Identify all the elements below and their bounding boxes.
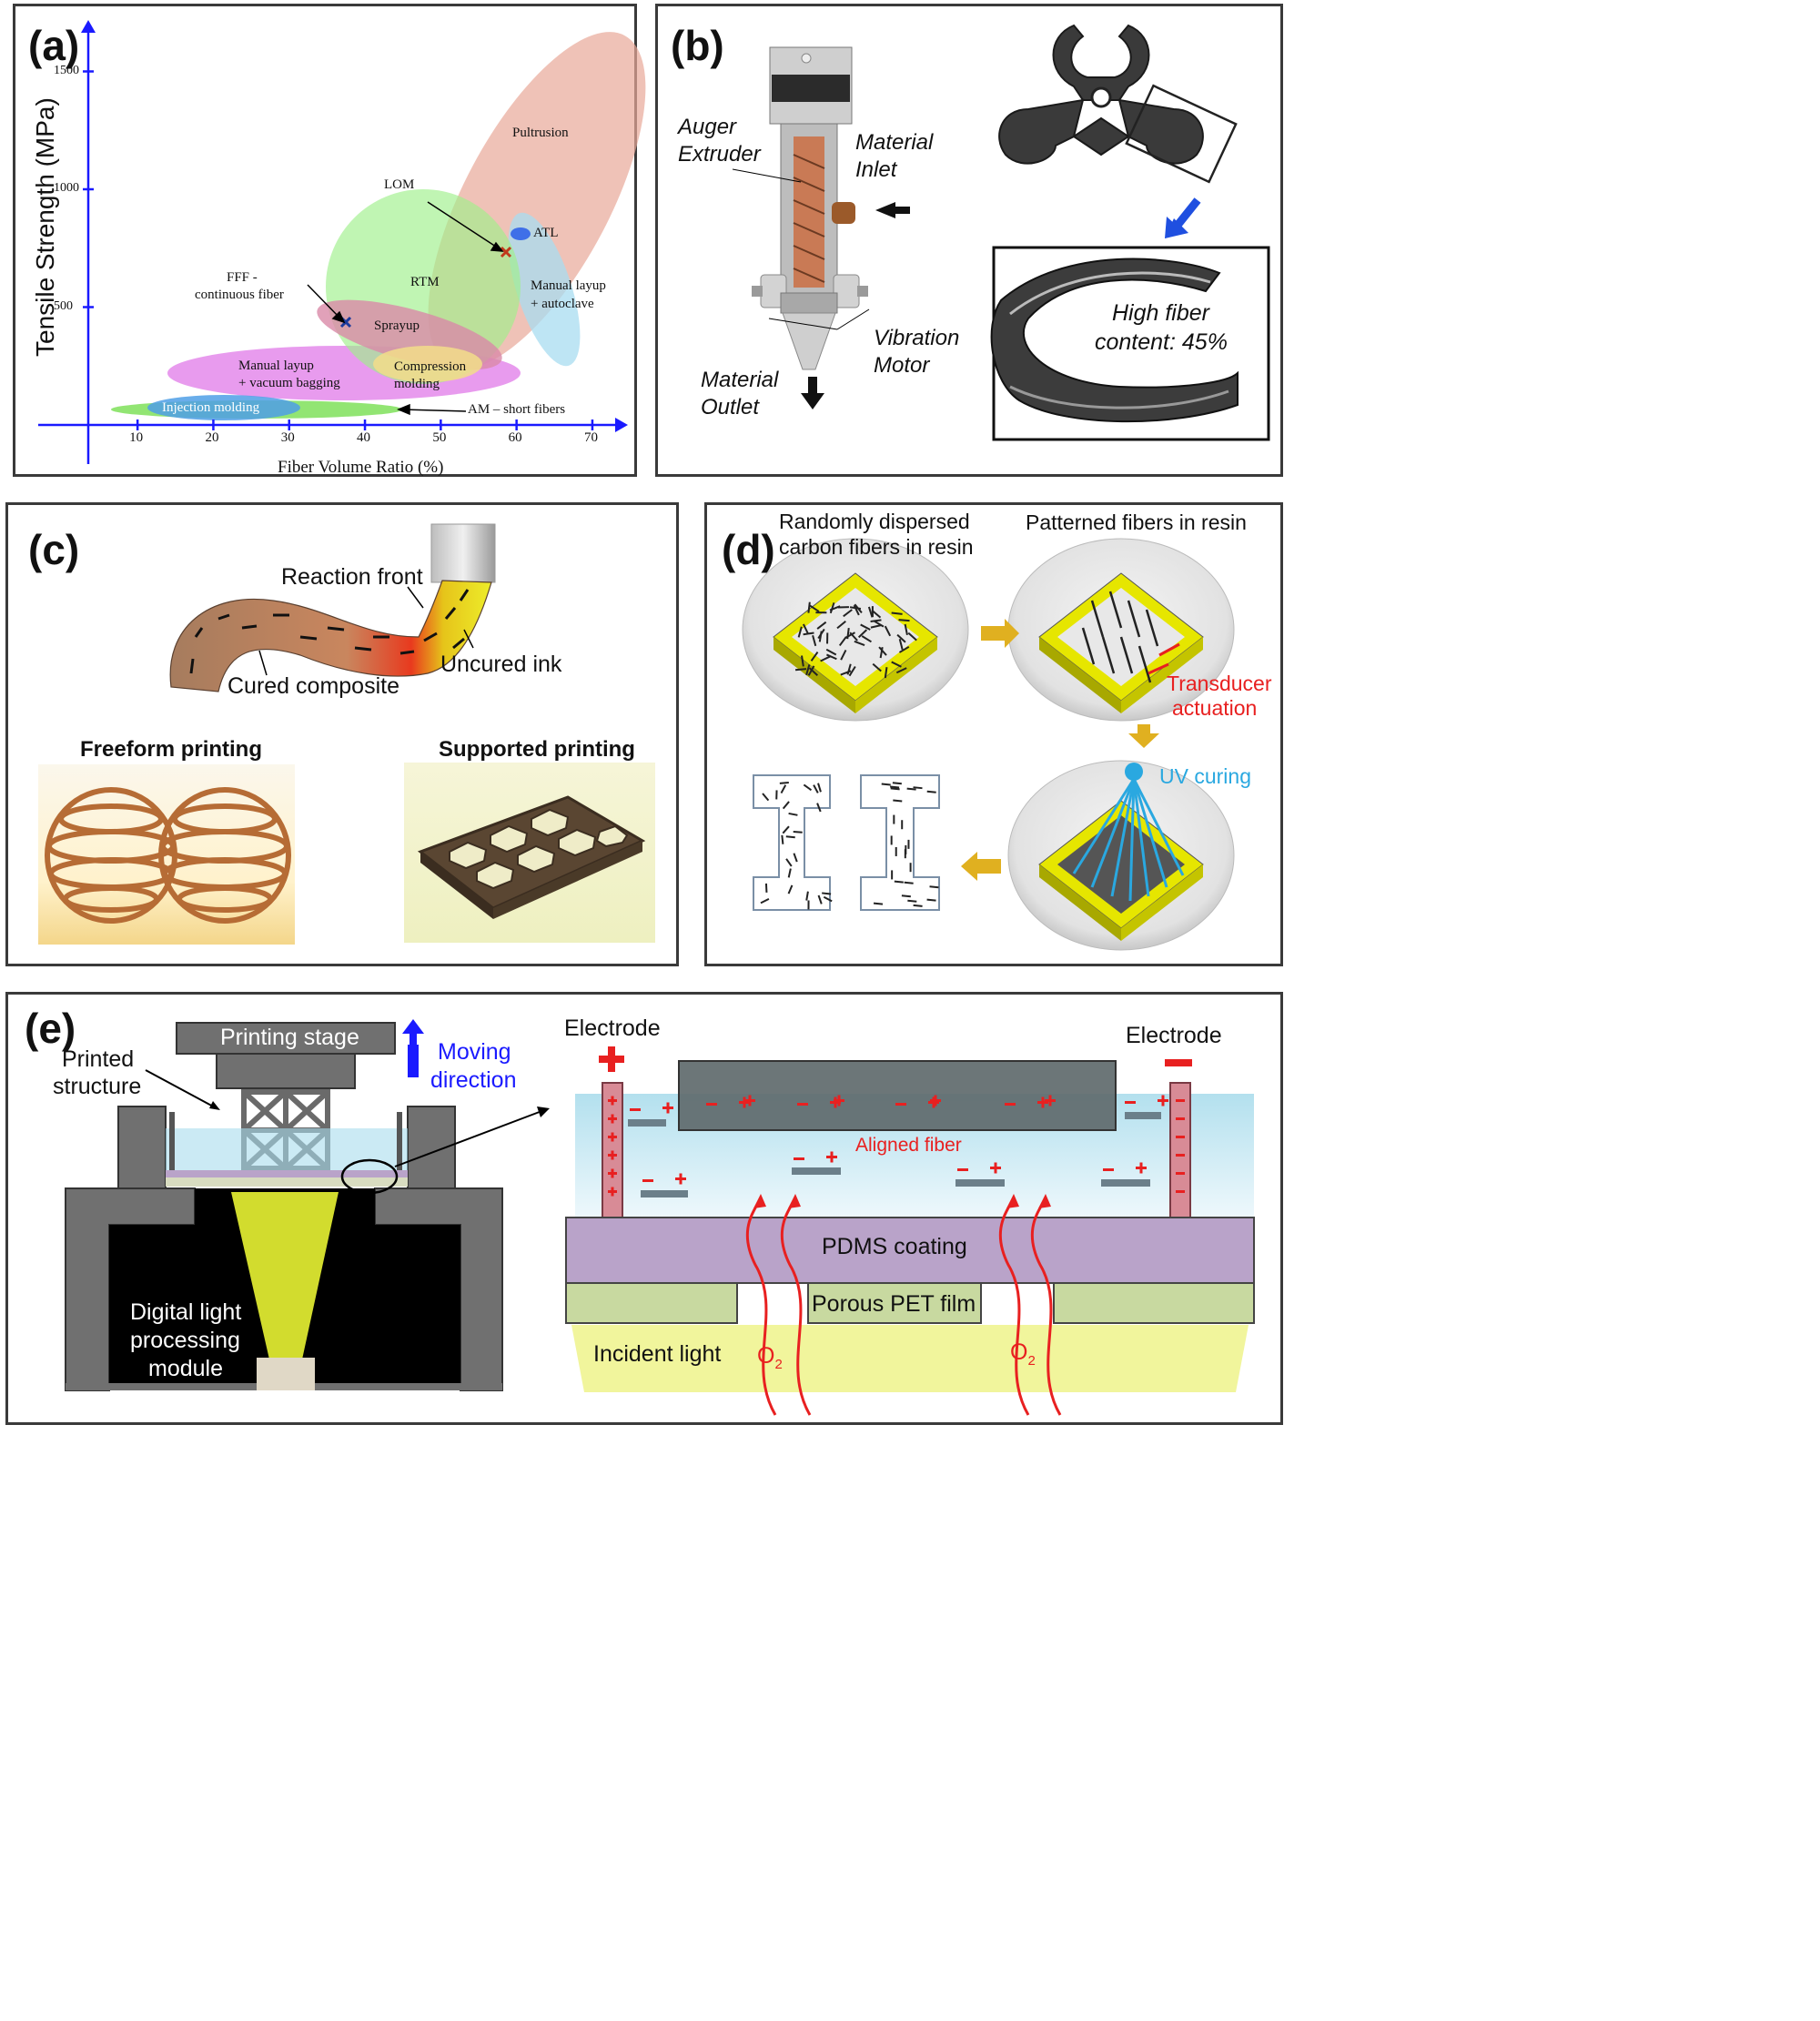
label-electrode-right: Electrode — [1126, 1023, 1222, 1048]
printing-stage-label: Printing stage — [220, 1025, 359, 1050]
label-inlet-1: Material — [855, 130, 934, 155]
label-uv: UV curing — [1159, 764, 1251, 788]
label-dlp-2: processing — [130, 1328, 240, 1353]
label-fiber-2: content: 45% — [1095, 329, 1228, 355]
label-fff-2: continuous fiber — [195, 288, 284, 302]
x-tick-label: 40 — [357, 430, 371, 445]
label-supported: Supported printing — [439, 737, 635, 762]
panel-a-label: (a) — [28, 22, 80, 69]
x-tick-label: 70 — [583, 430, 598, 445]
label-fiber-1: High fiber — [1112, 300, 1209, 326]
label-dlp-3: module — [148, 1356, 223, 1381]
label-compression-2: molding — [394, 377, 440, 391]
label-injection: Injection molding — [162, 400, 260, 415]
label-am-short: AM – short fibers — [468, 402, 566, 417]
label-lom: LOM — [384, 177, 415, 192]
x-tick-label: 10 — [129, 430, 144, 445]
label-sprayup: Sprayup — [374, 318, 420, 333]
panel-e-label: (e) — [25, 1005, 76, 1052]
label-random-2: carbon fibers in resin — [779, 535, 974, 559]
y-tick-label: 1500 — [54, 63, 79, 77]
panel-d: (d) — [704, 502, 1283, 966]
y-tick-label: 500 — [54, 298, 73, 313]
x-tick-label: 30 — [280, 430, 295, 445]
label-transducer-1: Transducer — [1167, 672, 1272, 695]
label-transducer-2: actuation — [1172, 696, 1258, 720]
label-patterned: Patterned fibers in resin — [1026, 510, 1247, 534]
label-reaction-front: Reaction front — [281, 564, 423, 590]
label-compression-1: Compression — [394, 359, 467, 374]
label-printed-1: Printed — [62, 1046, 135, 1072]
label-o2-right: O2 — [1010, 1339, 1036, 1369]
label-outlet-2: Outlet — [701, 395, 760, 419]
panel-d-label: (d) — [722, 526, 775, 573]
label-freeform: Freeform printing — [80, 737, 263, 762]
label-atl: ATL — [533, 226, 559, 240]
label-outlet-1: Material — [701, 368, 779, 392]
freeform-photo — [38, 764, 295, 945]
label-manual-vac-2: + vacuum bagging — [238, 376, 340, 390]
label-pet: Porous PET film — [812, 1291, 976, 1317]
label-dlp-1: Digital light — [130, 1299, 242, 1325]
label-aligned: Aligned fiber — [855, 1135, 962, 1156]
label-autoclave-2: + autoclave — [531, 297, 594, 311]
label-uncured-ink: Uncured ink — [440, 652, 562, 677]
label-pdms: PDMS coating — [822, 1234, 967, 1259]
label-vibration-2: Motor — [874, 353, 930, 378]
x-tick-label: 50 — [432, 430, 447, 445]
y-axis-label: Tensile Strength (MPa) — [31, 97, 59, 357]
supported-photo — [404, 763, 655, 943]
x-tick-label: 20 — [205, 430, 219, 445]
panel-c-label: (c) — [28, 526, 80, 573]
y-tick-label: 1000 — [54, 181, 79, 195]
label-random-1: Randomly dispersed — [779, 510, 970, 533]
label-incident: Incident light — [593, 1341, 722, 1367]
x-axis-label: Fiber Volume Ratio (%) — [278, 458, 444, 477]
label-printed-2: structure — [53, 1074, 142, 1099]
label-inlet-2: Inlet — [855, 157, 897, 182]
label-moving-2: direction — [430, 1067, 517, 1093]
label-cured-composite: Cured composite — [228, 673, 399, 699]
label-pultrusion: Pultrusion — [512, 126, 569, 140]
label-vibration-1: Vibration — [874, 326, 960, 350]
label-auger-2: Extruder — [678, 142, 761, 167]
label-rtm: RTM — [410, 275, 440, 289]
x-tick-label: 60 — [508, 430, 522, 445]
label-o2-left: O2 — [757, 1343, 783, 1372]
label-manual-vac-1: Manual layup — [238, 359, 314, 373]
label-auger-1: Auger — [678, 115, 737, 139]
panel-b-label: (b) — [671, 22, 724, 69]
label-electrode-left: Electrode — [564, 1016, 661, 1041]
label-moving-1: Moving — [438, 1039, 511, 1065]
label-autoclave-1: Manual layup — [531, 278, 606, 293]
label-fff-1: FFF - — [227, 270, 258, 285]
